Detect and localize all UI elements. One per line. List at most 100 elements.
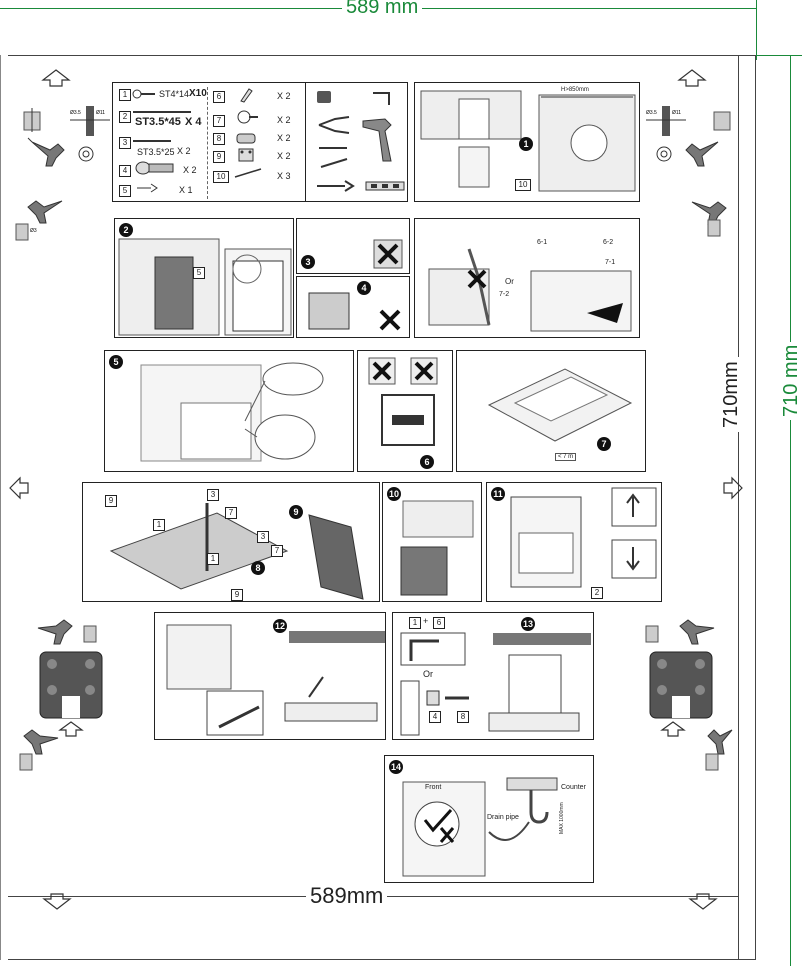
ref-6-2-label: 6-2 <box>603 239 614 246</box>
part-ref-4: 4 <box>429 711 441 723</box>
allen-key-icon <box>373 92 390 105</box>
step-8-badge: 8 <box>251 561 265 575</box>
dishwasher-side-illustration <box>166 624 264 736</box>
drill-icon <box>23 729 59 755</box>
ref-7-1-label: 7-1 <box>605 259 616 266</box>
screw-hole-marker-icon <box>713 111 731 131</box>
tools-divider <box>305 83 306 201</box>
hole-section-icon: Ø3.5 Ø11 <box>646 106 686 136</box>
parts-divider <box>207 87 208 199</box>
svg-text:Ø3: Ø3 <box>30 228 37 234</box>
part-number-3: 3 <box>119 137 131 149</box>
wrong-mark-icon <box>368 357 396 385</box>
drain-installation-illustration <box>402 777 558 877</box>
screw-hole-marker-icon <box>19 753 33 771</box>
wrong-mark-icon <box>467 269 487 289</box>
right-dim-tick <box>756 55 802 56</box>
clip-icon <box>236 133 256 144</box>
part-ref-9: 9 <box>231 589 243 601</box>
step-11-badge: 11 <box>491 487 505 501</box>
step-5-badge: 5 <box>109 355 123 369</box>
step-2-panel: 2 5 <box>114 218 294 338</box>
step-6-badge: 6 <box>420 455 434 469</box>
right-dimension-line <box>790 55 791 966</box>
part-ref-7: 7 <box>225 507 237 519</box>
part-number-9: 9 <box>213 151 225 163</box>
svg-text:Ø11: Ø11 <box>672 110 681 116</box>
right-dimension-label: 710 mm <box>780 341 802 420</box>
step-7-badge: 7 <box>597 437 611 451</box>
part-ref-7: 7 <box>271 545 283 557</box>
plate-icon <box>238 148 254 162</box>
step-13-badge: 13 <box>521 617 535 631</box>
wrench-icon <box>317 180 355 192</box>
part-2-label: ST3.5*45 <box>135 116 181 128</box>
up-arrow-icon <box>677 69 707 87</box>
step-3-panel: 3 <box>296 218 410 274</box>
screw-hole-marker-icon <box>645 625 659 643</box>
down-arrow-icon <box>42 893 72 910</box>
drill-icon <box>362 118 392 162</box>
screw-icon <box>132 89 155 99</box>
screwdriver-icon <box>319 147 347 149</box>
plug-icon <box>135 161 174 175</box>
part-3-label: ST3.5*25 <box>137 147 175 157</box>
step-1-panel: H>850mm 1 10 <box>414 82 640 202</box>
step-14-panel: 14 Front Counter Drain pipe MAX 1000mm <box>384 755 594 883</box>
step-9-badge: 9 <box>289 505 303 519</box>
door-panel-illustration <box>487 368 633 442</box>
part-number-7: 7 <box>213 115 225 127</box>
dishwasher-illustration <box>308 292 350 330</box>
mounting-plate-right <box>649 651 713 719</box>
step-3-badge: 3 <box>301 255 315 269</box>
part-ref-2: 2 <box>591 587 603 599</box>
part-ref-9: 9 <box>105 495 117 507</box>
screw-hole-marker-icon <box>83 625 97 643</box>
sheet-inner-right-line <box>738 55 739 960</box>
cabinet-bracket-illustration <box>140 362 324 462</box>
washer-icon <box>78 146 94 162</box>
or-label: Or <box>505 277 514 286</box>
part-4-qty: X 2 <box>183 165 197 175</box>
step-4-panel: 4 <box>296 276 410 338</box>
up-arrow-icon <box>41 69 71 87</box>
part-ref-8: 8 <box>457 711 469 723</box>
inner-width-label: 589mm <box>306 883 388 909</box>
wrong-mark-icon <box>373 239 403 269</box>
or-label: Or <box>423 669 433 679</box>
counter-install-illustration <box>284 631 385 722</box>
wrong-mark-icon <box>379 309 401 331</box>
ref-7-2-label: 7-2 <box>499 291 510 298</box>
svg-text:Ø3.5: Ø3.5 <box>646 110 657 116</box>
up-arrow-icon <box>660 721 686 737</box>
screwdriver-icon <box>320 158 348 168</box>
part-ref-1: 1 <box>153 519 165 531</box>
part-ref-10: 10 <box>515 179 531 191</box>
inner-height-label: 710mm <box>720 357 743 432</box>
dishwasher-in-cabinet-illustration <box>118 238 292 336</box>
step-11-panel: 11 2 <box>486 482 662 602</box>
step-10-badge: 10 <box>387 487 401 501</box>
screw-hole-marker-icon: Ø3 <box>15 223 37 241</box>
distance-label: < 7 m <box>555 453 577 461</box>
drain-pipe-label: Drain pipe <box>487 814 519 821</box>
drill-icon <box>707 729 733 755</box>
plus-sign: + <box>423 616 429 626</box>
part-10-qty: X 3 <box>277 171 291 181</box>
kitchen-install-illustration <box>400 500 474 596</box>
drill-icon <box>679 619 715 645</box>
up-arrow-icon <box>58 721 84 737</box>
part-ref-3: 3 <box>207 489 219 501</box>
screw-icon <box>133 140 171 142</box>
step-10-panel: 10 <box>382 482 482 602</box>
screw-detail-illustration <box>400 680 469 736</box>
screw-hole-marker-icon <box>705 753 719 771</box>
step-2-badge: 2 <box>119 223 133 237</box>
door-with-brackets-illustration <box>109 503 289 590</box>
part-number-10: 10 <box>213 171 229 183</box>
door-frame-illustration <box>381 394 435 446</box>
part-number-6: 6 <box>213 91 225 103</box>
part-ref-1: 1 <box>207 553 219 565</box>
step-6-panel: 6 <box>357 350 453 472</box>
